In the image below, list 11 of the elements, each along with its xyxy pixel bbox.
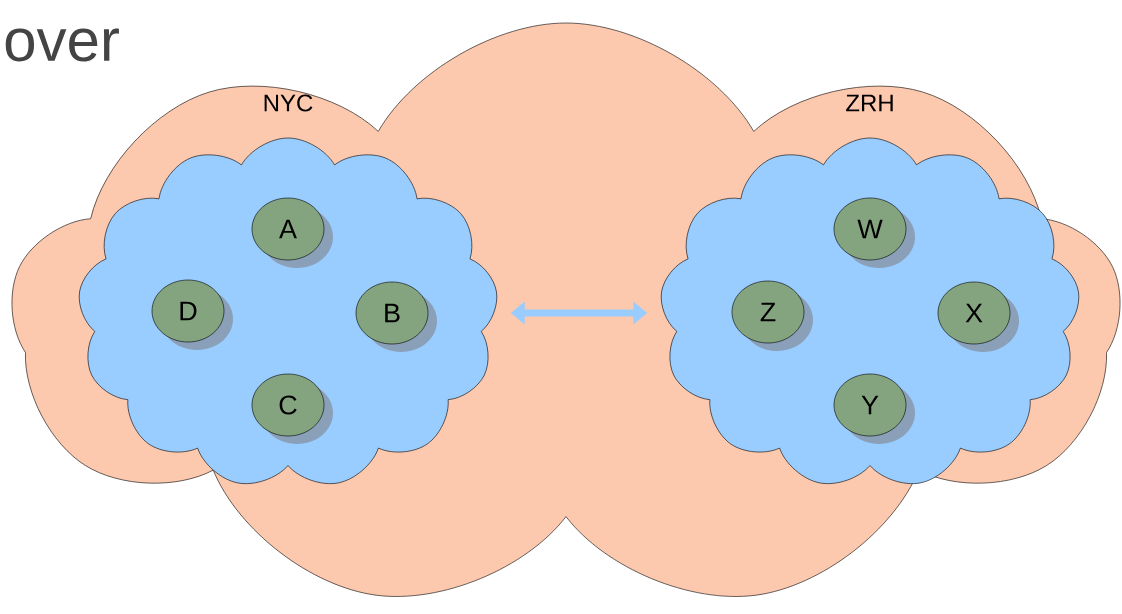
node-label: ZRH (846, 94, 893, 112)
slide-title: over (5, 28, 119, 62)
server-node: D (151, 279, 233, 350)
server-node: C (251, 373, 333, 444)
server-node: W (833, 197, 915, 268)
server-node: Y (833, 373, 915, 444)
server-node: B (355, 281, 437, 352)
server-node: X (937, 281, 1019, 352)
node-label: NYC (264, 94, 313, 112)
server-node: A (251, 197, 333, 268)
server-node: Z (731, 280, 813, 351)
